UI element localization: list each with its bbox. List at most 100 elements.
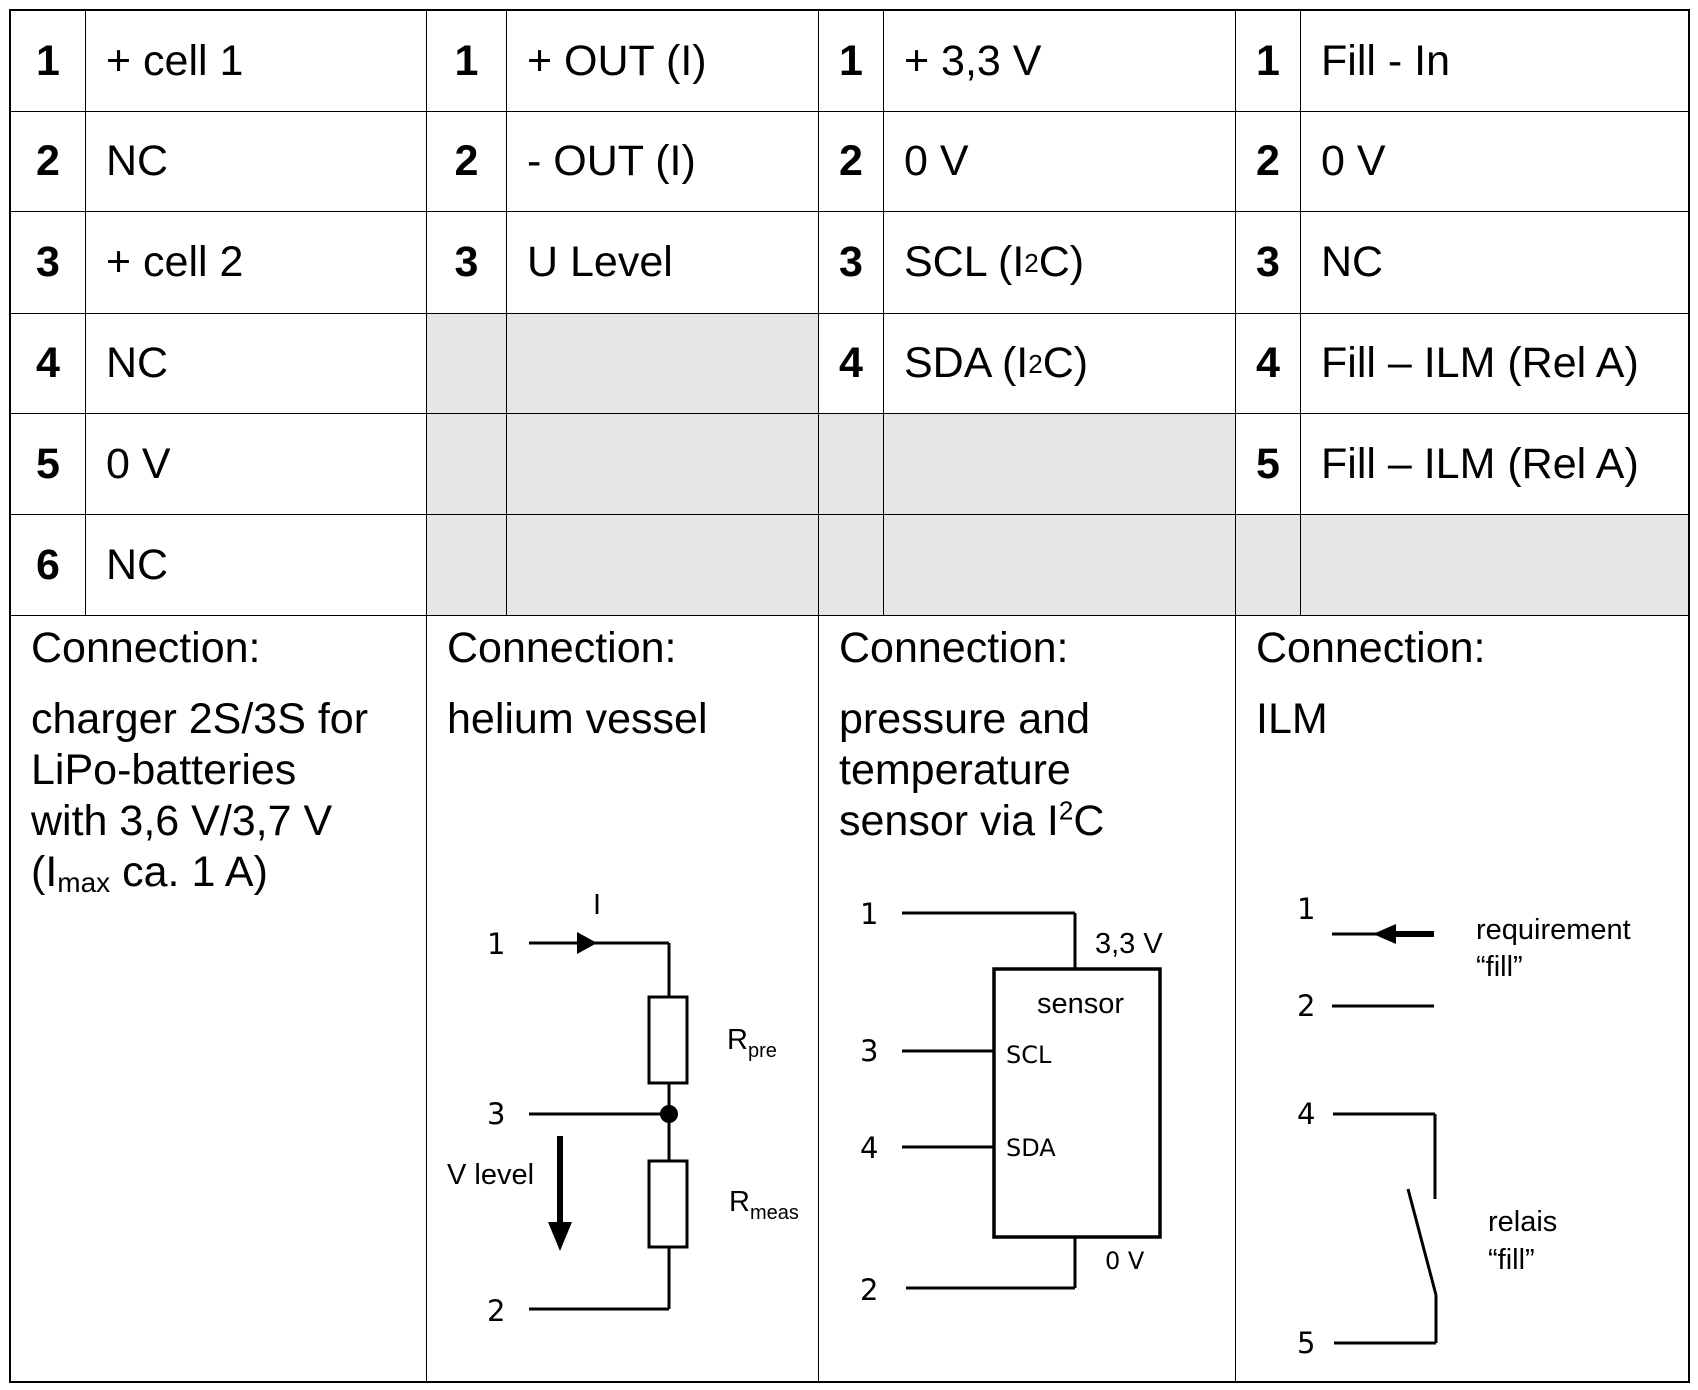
- pin-5-label: 5: [1297, 1326, 1315, 1360]
- subscript: max: [57, 867, 111, 898]
- pin-label: 0 V: [884, 112, 1236, 212]
- pin-2-label: 2: [1297, 989, 1315, 1023]
- connection-cell-helium: Connection: helium vessel I 1 3 2: [427, 616, 819, 1381]
- description-line: ILM: [1256, 695, 1328, 743]
- pin-label: U Level: [507, 212, 819, 314]
- pin-label: + 3,3 V: [884, 11, 1236, 112]
- sda-label: SDA: [1006, 1134, 1056, 1162]
- pin-2-label: 2: [487, 1294, 505, 1328]
- description-line: with 3,6 V/3,7 V: [31, 797, 333, 845]
- sensor-block-label: sensor: [1037, 988, 1124, 1020]
- pin-label: Fill - In: [1301, 11, 1688, 112]
- pin-number: 4: [819, 314, 884, 414]
- pin-1-label: 1: [1297, 892, 1315, 926]
- text: sensor via I: [839, 797, 1059, 845]
- connection-heading: Connection:: [1256, 624, 1486, 672]
- description-line: sensor via I2C: [839, 796, 1104, 847]
- label-text: C): [1038, 238, 1085, 286]
- resistor-r-meas: [647, 1159, 689, 1249]
- text: C: [1073, 797, 1105, 845]
- pin-label: Fill – ILM (Rel A): [1301, 314, 1688, 414]
- pin-1-label: 1: [487, 927, 505, 961]
- empty-cell: [427, 314, 507, 414]
- connection-heading: Connection:: [31, 624, 261, 672]
- current-arrow-icon: [577, 932, 597, 954]
- relay-label: “fill”: [1488, 1244, 1535, 1276]
- pin-number: 2: [819, 112, 884, 212]
- description-line: LiPo-batteries: [31, 746, 297, 794]
- v-level-arrow-icon: [548, 1222, 572, 1251]
- junction-dot: [660, 1105, 678, 1123]
- pin-label: 0 V: [1301, 112, 1688, 212]
- connection-cell-ilm: Connection: ILM 1 2 4 5 requirement “fil…: [1236, 616, 1688, 1381]
- pin-number: 4: [11, 314, 86, 414]
- pin-number: 1: [819, 11, 884, 112]
- pin-number: 1: [1236, 11, 1301, 112]
- connection-description: pressure and temperature sensor via I2C: [839, 694, 1104, 847]
- r-pre-label: Rpre: [727, 1024, 777, 1062]
- connection-description: charger 2S/3S for LiPo-batteries with 3,…: [31, 694, 368, 898]
- pin-3-label: 3: [487, 1097, 505, 1131]
- connection-cell-battery: Connection: charger 2S/3S for LiPo-batte…: [11, 616, 427, 1381]
- ground-label: 0 V: [1105, 1247, 1145, 1275]
- requirement-label: “fill”: [1476, 951, 1523, 983]
- pin-2-label: 2: [860, 1273, 878, 1307]
- pin-number: 1: [11, 11, 86, 112]
- pin-number: 4: [1236, 314, 1301, 414]
- pin-1-label: 1: [860, 897, 878, 931]
- empty-cell: [507, 414, 819, 515]
- text: (I: [31, 848, 58, 896]
- pin-label: 0 V: [86, 414, 427, 515]
- pin-label: NC: [86, 314, 427, 414]
- empty-cell: [1301, 515, 1688, 616]
- pin-4-label: 4: [860, 1131, 878, 1165]
- sensor-block: [992, 967, 1162, 1239]
- connection-heading: Connection:: [839, 624, 1069, 672]
- pin-4-label: 4: [1297, 1097, 1315, 1131]
- text: ca. 1 A): [110, 848, 268, 896]
- pin-number: 3: [819, 212, 884, 314]
- pinout-table: 1 + cell 1 2 NC 3 + cell 2 4 NC 5 0 V 6 …: [9, 9, 1690, 1383]
- pin-3-label: 3: [860, 1034, 878, 1068]
- empty-cell: [427, 414, 507, 515]
- supply-label: 3,3 V: [1095, 928, 1163, 960]
- description-line: pressure and: [839, 695, 1090, 743]
- label-text: SDA (I: [904, 339, 1029, 387]
- label-text: C): [1042, 339, 1089, 387]
- pin-label: + OUT (I): [507, 11, 819, 112]
- sensor-wiring-diagram: 1 3 4 2 3,3 V sensor SCL SDA 0 V: [860, 897, 1163, 1307]
- pin-label: + cell 2: [86, 212, 427, 314]
- pin-number: 2: [11, 112, 86, 212]
- description-line: helium vessel: [447, 695, 708, 743]
- resistor-r-pre: [647, 995, 689, 1085]
- empty-cell: [884, 515, 1236, 616]
- pin-number: 2: [1236, 112, 1301, 212]
- pin-label: - OUT (I): [507, 112, 819, 212]
- description-line: (Imax ca. 1 A): [31, 847, 368, 898]
- pin-label: NC: [86, 515, 427, 616]
- connection-cell-sensor: Connection: pressure and temperature sen…: [819, 616, 1236, 1381]
- pin-label: NC: [1301, 212, 1688, 314]
- relay-switch-blade: [1406, 1188, 1438, 1296]
- pin-number: 1: [427, 11, 507, 112]
- empty-cell: [1236, 515, 1301, 616]
- empty-cell: [884, 414, 1236, 515]
- empty-cell: [819, 515, 884, 616]
- pin-number: 3: [427, 212, 507, 314]
- pin-number: 3: [11, 212, 86, 314]
- pin-number: 6: [11, 515, 86, 616]
- connection-description: ILM: [1256, 694, 1328, 745]
- pin-number: 2: [427, 112, 507, 212]
- scl-label: SCL: [1006, 1041, 1052, 1069]
- ilm-wiring-diagram: 1 2 4 5 requirement “fill” relais “fill”: [1297, 892, 1631, 1360]
- connection-description: helium vessel: [447, 694, 708, 745]
- requirement-label: requirement: [1476, 914, 1631, 946]
- pin-number: 5: [11, 414, 86, 515]
- superscript: 2: [1058, 795, 1074, 826]
- label-text: SCL (I: [904, 238, 1025, 286]
- connection-heading: Connection:: [447, 624, 677, 672]
- pin-number: 5: [1236, 414, 1301, 515]
- empty-cell: [427, 515, 507, 616]
